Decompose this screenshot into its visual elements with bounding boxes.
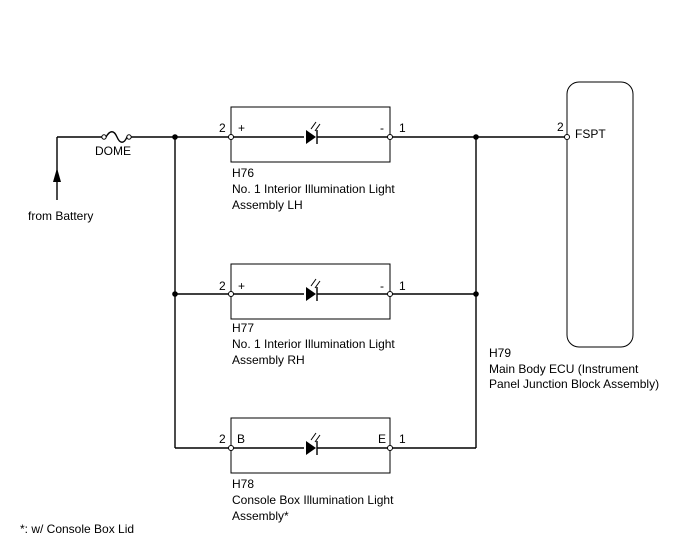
ecu-name-line2: Panel Junction Block Assembly) (489, 377, 659, 391)
battery-label: from Battery (28, 209, 93, 223)
fuse: DOME (57, 131, 132, 158)
component-name-line1: No. 1 Interior Illumination Light (232, 337, 395, 351)
pin-in-sign: + (238, 279, 245, 293)
component-name-line2: Assembly* (232, 509, 289, 523)
ecu-id: H79 (489, 346, 511, 360)
power-source: from Battery (28, 137, 93, 223)
ecu-name-line1: Main Body ECU (Instrument (489, 362, 639, 376)
pin-in-sign: + (238, 121, 245, 135)
ecu-h79: 2 FSPT H79 Main Body ECU (Instrument Pan… (476, 81, 659, 391)
component-name-line1: Console Box Illumination Light (232, 493, 394, 507)
pin-in-number: 2 (219, 121, 226, 135)
pin-out-number: 1 (399, 121, 406, 135)
pin-out-sign: - (380, 121, 384, 135)
pin-out-sign: E (378, 432, 386, 446)
pin-in-number: 2 (219, 432, 226, 446)
ecu-terminal: FSPT (575, 127, 606, 141)
pin-in-number: 2 (219, 279, 226, 293)
light-rays-icon (310, 121, 321, 132)
light-rays-icon (310, 432, 321, 443)
led-icon (306, 287, 316, 301)
battery-arrow-icon (53, 168, 61, 182)
component-id: H78 (232, 477, 254, 491)
component-name-line1: No. 1 Interior Illumination Light (232, 182, 395, 196)
footnote: *: w/ Console Box Lid (20, 522, 134, 536)
component-h77: 2 + - 1 H77 No. 1 Interior Illumination … (175, 263, 476, 367)
led-icon (306, 441, 316, 455)
component-h76: 2 + - 1 H76 No. 1 Interior Illumination … (219, 106, 476, 212)
pin-in-sign: B (237, 432, 245, 446)
led-icon (306, 130, 316, 144)
fuse-icon (105, 131, 128, 143)
pin-out-sign: - (380, 279, 384, 293)
component-id: H77 (232, 321, 254, 335)
component-name-line2: Assembly RH (232, 353, 305, 367)
pin-out-number: 1 (399, 279, 406, 293)
pin-out-number: 1 (399, 432, 406, 446)
fuse-label: DOME (95, 144, 131, 158)
component-name-line2: Assembly LH (232, 198, 303, 212)
light-rays-icon (310, 278, 321, 289)
component-h78: 2 B E 1 H78 Console Box Illumination Lig… (175, 417, 476, 523)
ecu-pin-number: 2 (557, 120, 564, 134)
component-id: H76 (232, 166, 254, 180)
